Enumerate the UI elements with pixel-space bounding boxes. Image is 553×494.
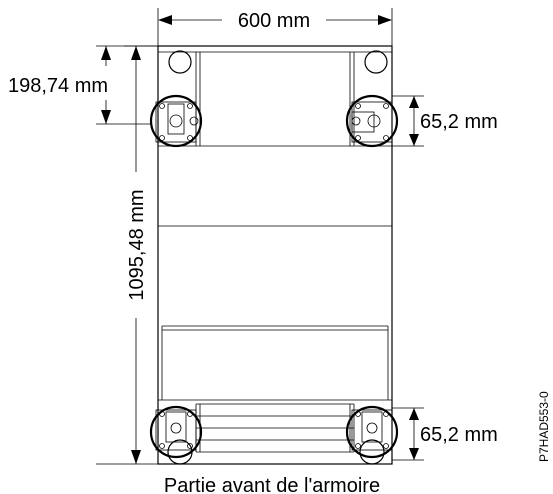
- caster-top-left: [149, 94, 203, 148]
- depth-dimension-label: 1095,48 mm: [126, 189, 148, 300]
- rear-caster-dimension: 65,2 mm: [392, 95, 498, 147]
- top-right-wheel: [364, 50, 388, 74]
- depth-dimension: 1095,48 mm: [96, 45, 158, 465]
- rear-caster-dimension-label: 65,2 mm: [420, 111, 498, 133]
- width-dimension-label: 600 mm: [238, 10, 310, 32]
- front-caster-dimension-label: 65,2 mm: [420, 424, 498, 446]
- caster-bottom-left: [149, 405, 203, 465]
- figure-id: P7HAD553-0: [537, 391, 551, 462]
- front-caption: Partie avant de l'armoire: [164, 475, 380, 494]
- top-caster-offset-label: 198,74 mm: [8, 75, 108, 97]
- top-left-wheel: [168, 50, 192, 74]
- caster-bottom-right: [345, 405, 399, 465]
- front-caster-dimension: 65,2 mm: [392, 407, 498, 461]
- width-dimension: 600 mm: [157, 8, 393, 46]
- caster-top-right: [345, 94, 399, 148]
- cabinet-body: [157, 45, 393, 465]
